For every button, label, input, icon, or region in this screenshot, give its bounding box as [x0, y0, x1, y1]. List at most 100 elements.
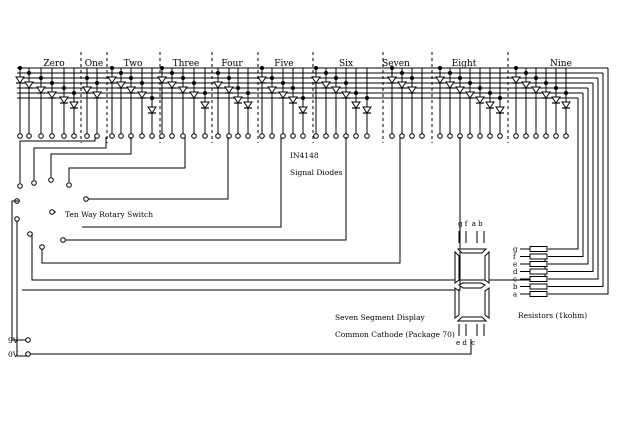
diode: [178, 86, 188, 94]
switch-label: Ten Way Rotary Switch: [65, 210, 153, 219]
resistor-note: Resistors (1kohm): [518, 311, 587, 320]
diode: [36, 86, 46, 94]
diode: [495, 106, 505, 114]
digit-labels: Zero One Two Three Four Five Six Seven E…: [43, 59, 572, 69]
switch-contact: [39, 244, 45, 250]
diode: [321, 81, 331, 89]
diode: [243, 101, 253, 109]
junction-dot: [564, 91, 568, 95]
resistor: [529, 268, 548, 275]
switch-contact: [49, 209, 55, 215]
resistor-label: a: [513, 291, 517, 299]
bus-to-resistor-wire: [548, 83, 594, 272]
switch-contact: [48, 177, 54, 183]
digit-label-three: Three: [173, 59, 200, 69]
junction-dot: [514, 66, 518, 70]
junction-dot: [246, 91, 250, 95]
output-terminal: [245, 133, 251, 139]
output-terminal: [61, 133, 67, 139]
junction-dot: [524, 71, 528, 75]
junction-dot: [410, 76, 414, 80]
segment-c: [484, 287, 490, 319]
junction-dot: [62, 86, 66, 90]
diode: [561, 101, 571, 109]
bus-to-resistor-wire: [548, 93, 584, 257]
switch-contact: [60, 237, 66, 243]
switch-contact: [14, 216, 20, 222]
junction-dot: [216, 71, 220, 75]
junction-dot: [50, 81, 54, 85]
output-terminal: [202, 133, 208, 139]
junction-dot: [181, 76, 185, 80]
diode: [107, 76, 117, 84]
diode: [116, 81, 126, 89]
output-terminal: [477, 133, 483, 139]
output-terminal: [26, 133, 32, 139]
supply-0v-terminal: [25, 351, 31, 357]
output-terminal: [109, 133, 115, 139]
diode: [69, 101, 79, 109]
diode-part-number: IN4148: [290, 151, 319, 160]
output-terminal: [280, 133, 286, 139]
diode: [47, 91, 57, 99]
junction-dot: [227, 76, 231, 80]
segment-g: [458, 282, 486, 289]
diode: [298, 106, 308, 114]
junction-dot: [314, 66, 318, 70]
resistor-label: b: [513, 283, 518, 291]
diode: [257, 76, 267, 84]
output-terminal: [487, 133, 493, 139]
junction-dot: [324, 71, 328, 75]
output-terminal: [563, 133, 569, 139]
diode: [331, 86, 341, 94]
diode: [341, 91, 351, 99]
resistor: [529, 283, 548, 290]
junction-dot: [160, 66, 164, 70]
output-terminal: [389, 133, 395, 139]
diode: [541, 91, 551, 99]
junction-dot: [334, 76, 338, 80]
output-terminal: [419, 133, 425, 139]
diode: [397, 81, 407, 89]
output-terminal: [447, 133, 453, 139]
diode: [59, 96, 69, 104]
digit-label-two: Two: [124, 59, 143, 69]
digit-label-one: One: [85, 59, 104, 69]
diode: [224, 86, 234, 94]
output-terminal: [323, 133, 329, 139]
diode-matrix: [15, 52, 609, 295]
junction-dot: [72, 91, 76, 95]
bus-to-resistor-wire: [548, 78, 599, 280]
diode: [213, 81, 223, 89]
diode: [475, 96, 485, 104]
output-terminal: [17, 133, 23, 139]
output-terminal: [235, 133, 241, 139]
output-terminal: [180, 133, 186, 139]
junction-dot: [354, 91, 358, 95]
resistor-label: e: [513, 261, 517, 269]
output-terminal: [269, 133, 275, 139]
junction-dot: [544, 81, 548, 85]
switch-wiring: [11, 137, 546, 357]
switch-contact: [66, 182, 72, 188]
segment-b: [484, 250, 490, 284]
output-terminal: [364, 133, 370, 139]
bus-to-resistor-wire: [548, 88, 589, 265]
output-terminal: [38, 133, 44, 139]
output-terminal: [467, 133, 473, 139]
output-terminal: [290, 133, 296, 139]
junction-dot: [85, 76, 89, 80]
resistor-label: d: [513, 268, 518, 276]
diode: [288, 96, 298, 104]
digit-label-four: Four: [221, 59, 243, 69]
resistor: [529, 276, 548, 282]
junction-dot: [203, 91, 207, 95]
diode: [147, 106, 157, 114]
diode: [362, 106, 372, 114]
output-terminal: [259, 133, 265, 139]
junction-dot: [344, 81, 348, 85]
display-title: Seven Segment Display: [335, 313, 426, 322]
switch-contact: [31, 180, 37, 186]
diode: [455, 86, 465, 94]
output-terminal: [149, 133, 155, 139]
